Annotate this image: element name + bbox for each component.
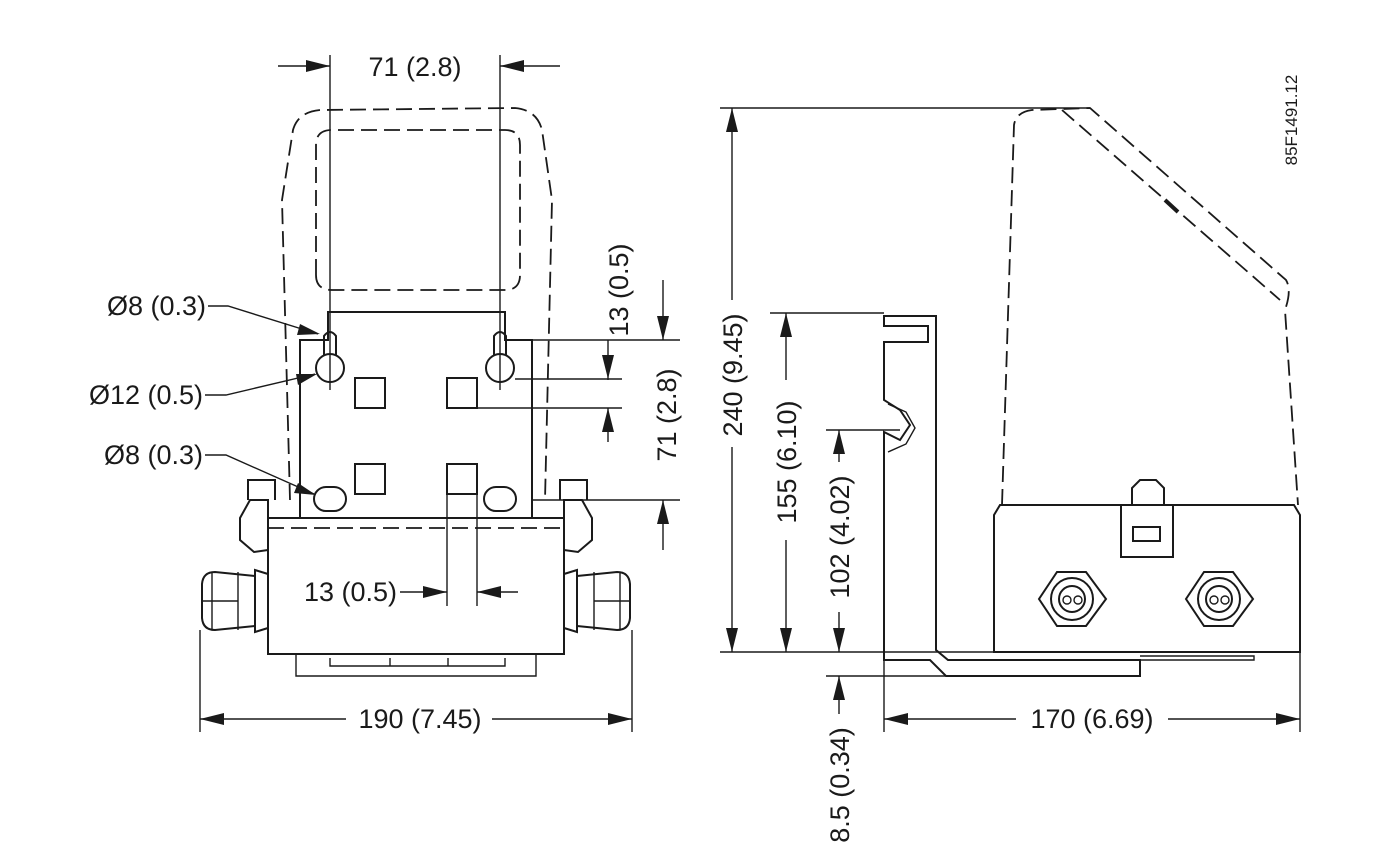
dim-top-offset: 13 (0.5) [604, 243, 634, 336]
mounting-bracket [883, 315, 1141, 677]
front-view: 71 (2.8) 13 (0.5) 71 (2.8) Ø8 (0.3) Ø12 … [89, 52, 682, 734]
housing-outline-dashed [281, 107, 553, 501]
label-keyhole-top-dia: Ø8 (0.3) [107, 291, 206, 321]
dim-hole-spacing: 71 (2.8) [652, 368, 682, 461]
drawing-code: 85F1491.12 [1282, 75, 1301, 166]
label-keyhole-dia: Ø12 (0.5) [89, 380, 203, 410]
dim-bracket-height: 155 (6.10) [772, 400, 802, 523]
cover-outline-dashed [1001, 107, 1299, 506]
housing-body [267, 517, 565, 655]
dim-notch-height: 102 (4.02) [825, 475, 855, 598]
square-cutout [354, 377, 386, 409]
dim-top-width: 71 (2.8) [368, 52, 461, 82]
dim-overall-depth: 170 (6.69) [1030, 704, 1153, 734]
cable-gland-side-2 [1184, 571, 1255, 627]
square-cutout [354, 463, 386, 495]
dim-slot-width: 13 (0.5) [304, 577, 397, 607]
window-outline-dashed [315, 129, 521, 291]
cable-gland-side-1 [1037, 571, 1108, 627]
bottom-rail [295, 654, 537, 677]
dim-overall-height: 240 (9.45) [718, 313, 748, 436]
square-cutout [446, 377, 478, 409]
cable-gland-left [201, 568, 269, 634]
square-cutout [446, 463, 478, 495]
dim-bottom-offset: 8.5 (0.34) [825, 727, 855, 843]
slot-left [313, 486, 347, 512]
label-slot-dia: Ø8 (0.3) [104, 440, 203, 470]
latch [1120, 479, 1174, 558]
slot-right [483, 486, 517, 512]
dim-overall-width: 190 (7.45) [358, 704, 481, 734]
cable-gland-right [563, 568, 631, 634]
side-view: 240 (9.45) 155 (6.10) 102 (4.02) 8.5 (0.… [718, 107, 1301, 843]
